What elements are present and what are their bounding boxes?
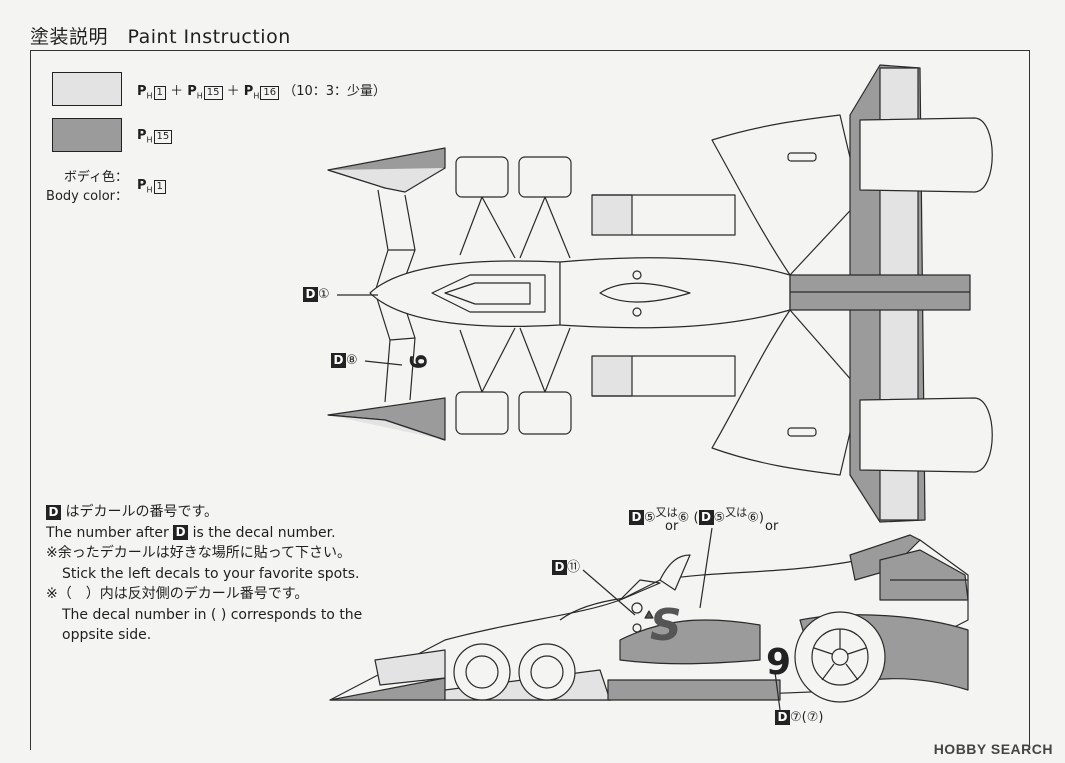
ph-prefix: PH	[137, 178, 153, 195]
body-color-label-jp: ボディ色：	[63, 170, 128, 185]
decal-d-icon: D	[775, 710, 790, 725]
swatch-dark-grey	[52, 118, 122, 152]
decal-d-icon: D	[331, 353, 346, 368]
decal-d-icon: D	[552, 560, 567, 575]
note-line-1-jp: D はデカールの番号です。	[46, 502, 362, 523]
instruction-frame	[30, 50, 1030, 750]
car-top-view	[327, 64, 993, 523]
paint-number-box: 1	[153, 180, 166, 194]
decal-d-icon: D	[698, 510, 714, 526]
note-line-3-en-b: oppsite side.	[62, 627, 152, 643]
mix-ratio: （10：3：少量）	[283, 84, 387, 99]
note-line-3-jp: ※（ ）内は反対側のデカール番号です。	[46, 586, 309, 602]
top-decal-number: 9	[404, 354, 429, 369]
or-label: or	[665, 519, 679, 535]
decal-d-icon: D	[629, 510, 644, 526]
note-line-2-jp: ※余ったデカールは好きな場所に貼って下さい。	[46, 545, 352, 561]
decal-d-icon: D	[46, 504, 61, 520]
paint-number-box: 15	[203, 86, 223, 100]
note-line-2-en: Stick the left decals to your favorite s…	[62, 565, 360, 582]
body-color-label-en: Body color：	[46, 189, 128, 204]
plus-sign: ＋	[226, 84, 240, 99]
paint-number-box: 1	[153, 86, 166, 100]
swatch-light-grey	[52, 72, 122, 106]
body-color-label: ボディ色： Body color：	[30, 168, 128, 206]
paint-number-box: 16	[260, 86, 280, 100]
plus-sign: ＋	[170, 84, 184, 99]
car-side-view	[329, 527, 969, 711]
note-line-3-en-a: The decal number in ( ) corresponds to t…	[62, 606, 363, 623]
ph-prefix: PH	[187, 84, 203, 101]
page-title: 塗装説明 Paint Instruction	[30, 26, 291, 48]
decal-d-icon: D	[303, 287, 318, 302]
or-label: or	[765, 519, 779, 535]
ph-prefix: PH	[137, 128, 153, 145]
hobby-search-watermark: HOBBY SEARCH	[933, 741, 1053, 757]
decal-notes: D はデカールの番号です。 The number after D is the …	[46, 502, 362, 646]
ph-prefix: PH	[137, 84, 153, 101]
paint-number-box: 15	[153, 130, 173, 144]
side-decal-number: 9	[766, 642, 791, 683]
decal-d-icon: D	[173, 525, 189, 540]
ph-prefix: PH	[243, 84, 260, 101]
note-line-1-en: The number after D is the decal number.	[46, 524, 336, 541]
side-decal-letter: S	[650, 600, 682, 651]
